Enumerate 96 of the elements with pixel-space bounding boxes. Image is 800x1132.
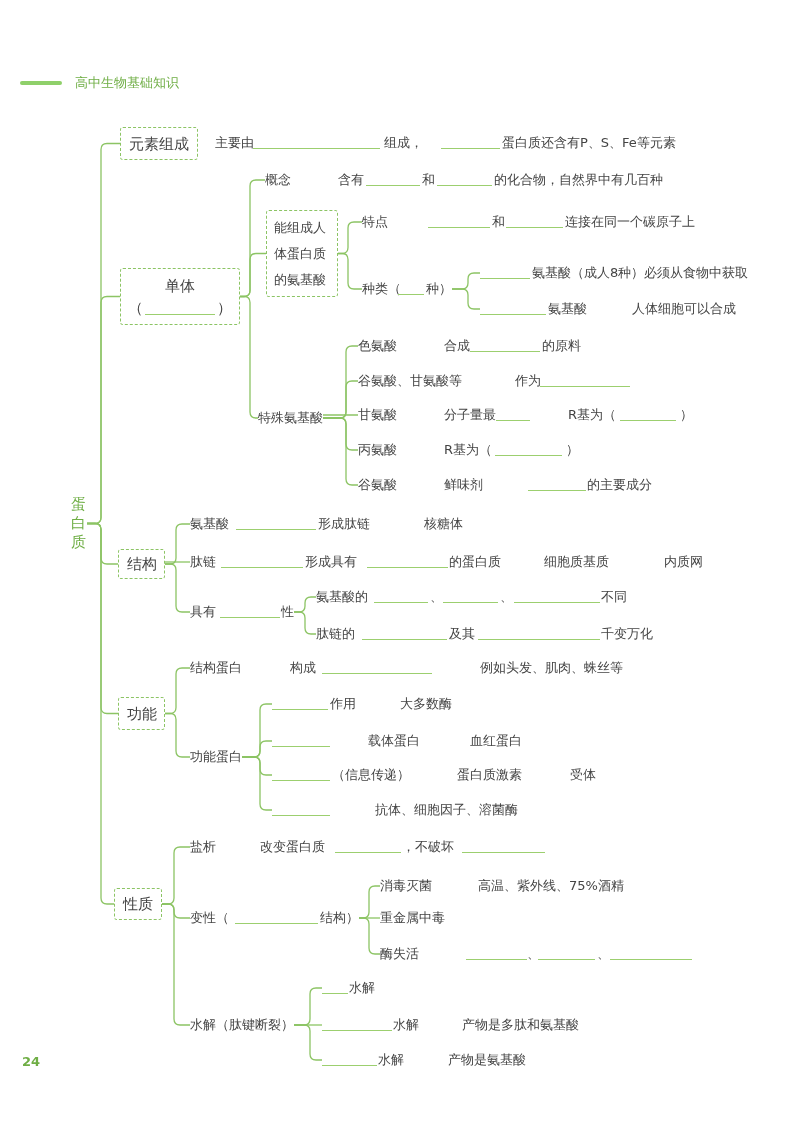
term-text: 核糖体 bbox=[424, 515, 463, 533]
page-number: 24 bbox=[22, 1053, 41, 1071]
term-text: 、 bbox=[597, 945, 610, 963]
term-text: 肽链 bbox=[190, 553, 216, 571]
term-text: 细胞质基质 bbox=[544, 553, 609, 571]
term-text: 肽链的 bbox=[316, 625, 355, 643]
term-text: R基为（ bbox=[444, 441, 493, 459]
term-text: 重金属中毒 bbox=[380, 909, 445, 927]
term-text: 形成具有 bbox=[305, 553, 357, 571]
term-text: （信息传递） bbox=[332, 766, 410, 784]
term-text: 的原料 bbox=[542, 337, 581, 355]
term-text: 具有 bbox=[190, 603, 216, 621]
term-text: 功能蛋白 bbox=[190, 748, 242, 766]
topic-box bbox=[120, 268, 240, 325]
term-text: 性 bbox=[281, 603, 294, 621]
term-text: 和 bbox=[492, 213, 505, 231]
topic-box bbox=[114, 888, 162, 920]
term-text: ） bbox=[680, 406, 693, 424]
term-text: 氨基酸（成人8种）必须从食物中获取 bbox=[532, 264, 749, 282]
term-text: 概念 bbox=[265, 171, 291, 189]
term-text: 连接在同一个碳原子上 bbox=[565, 213, 695, 231]
term-text: 结构蛋白 bbox=[190, 659, 242, 677]
brace-line bbox=[164, 561, 191, 563]
box-label: 结构 bbox=[126, 554, 157, 575]
term-text: 氨基酸的 bbox=[316, 588, 368, 606]
term-text: 合成 bbox=[444, 337, 470, 355]
term-text: 盐析 bbox=[190, 838, 216, 856]
term-text: 变性（ bbox=[190, 909, 229, 927]
term-text: 的化合物，自然界中有几百种 bbox=[494, 171, 663, 189]
term-text: 、 bbox=[527, 945, 540, 963]
term-text: ，不破坏 bbox=[402, 838, 454, 856]
row-text: 蛋白质还含有P、S、Fe等元素 bbox=[502, 134, 676, 152]
term-text: 的蛋白质 bbox=[449, 553, 501, 571]
box-label: （ bbox=[128, 297, 143, 319]
term-text: 谷氨酸、甘氨酸等 bbox=[358, 372, 462, 390]
box-label: ） bbox=[217, 297, 232, 319]
term-text: 分子量最 bbox=[444, 406, 496, 424]
vertical-heading: 蛋白质 bbox=[71, 495, 87, 552]
term-text: 载体蛋白 bbox=[368, 732, 420, 750]
term-text: 水解 bbox=[393, 1016, 419, 1034]
term-text: 产物是多肽和氨基酸 bbox=[462, 1016, 579, 1034]
term-text: R基为（ bbox=[568, 406, 617, 424]
brace-line bbox=[322, 414, 359, 416]
term-text: ） bbox=[566, 441, 579, 459]
term-text: 内质网 bbox=[664, 553, 703, 571]
topic-box bbox=[118, 697, 165, 730]
term-text: 、 bbox=[430, 588, 443, 606]
term-text: 种） bbox=[426, 280, 452, 298]
topic-box bbox=[120, 127, 198, 160]
term-text: 酶失活 bbox=[380, 945, 419, 963]
term-text: 大多数酶 bbox=[400, 695, 452, 713]
term-text: 蛋白质激素 bbox=[457, 766, 522, 784]
term-text: 例如头发、肌肉、蛛丝等 bbox=[480, 659, 623, 677]
term-text: 水解 bbox=[378, 1051, 404, 1069]
term-text: 结构） bbox=[320, 909, 359, 927]
term-text: 千变万化 bbox=[601, 625, 653, 643]
term-text: 水解（肽键断裂） bbox=[190, 1016, 294, 1034]
box-label: 性质 bbox=[123, 894, 153, 915]
box-label: 单体 bbox=[165, 275, 195, 297]
term-text: 水解 bbox=[349, 979, 375, 997]
term-text: 色氨酸 bbox=[358, 337, 397, 355]
term-text: 、 bbox=[500, 588, 513, 606]
row-text: 组成， bbox=[384, 134, 423, 152]
term-text: 不同 bbox=[601, 588, 627, 606]
term-text: 及其 bbox=[449, 625, 475, 643]
term-text: 产物是氨基酸 bbox=[448, 1051, 526, 1069]
term-text: 氨基酸 bbox=[190, 515, 229, 533]
term-text: 作为 bbox=[515, 372, 541, 390]
page-title: 高中生物基础知识 bbox=[75, 74, 179, 92]
term-text: 特殊氨基酸 bbox=[258, 409, 323, 427]
box-label: 能组成人体蛋白质的氨基酸 bbox=[274, 218, 327, 289]
term-text: 血红蛋白 bbox=[470, 732, 522, 750]
term-text: 氨基酸 bbox=[548, 300, 587, 318]
box-label: 元素组成 bbox=[129, 133, 189, 155]
term-text: 甘氨酸 bbox=[358, 406, 397, 424]
term-text: 消毒灭菌 bbox=[380, 877, 432, 895]
term-text: 构成 bbox=[290, 659, 316, 677]
term-text: 含有 bbox=[338, 171, 364, 189]
term-text: 谷氨酸 bbox=[358, 476, 397, 494]
term-text: 特点 bbox=[362, 213, 388, 231]
term-text: 受体 bbox=[570, 766, 596, 784]
term-text: 鲜味剂 bbox=[444, 476, 483, 494]
term-text: 的主要成分 bbox=[587, 476, 652, 494]
term-text: 抗体、细胞因子、溶菌酶 bbox=[375, 801, 518, 819]
topic-box bbox=[266, 210, 338, 297]
term-text: 改变蛋白质 bbox=[260, 838, 325, 856]
term-text: 作用 bbox=[330, 695, 356, 713]
term-text: 人体细胞可以合成 bbox=[632, 300, 736, 318]
brace-line bbox=[161, 903, 191, 1026]
term-text: 和 bbox=[422, 171, 435, 189]
term-text: 高温、紫外线、75%酒精 bbox=[478, 877, 624, 895]
row-text: 主要由 bbox=[215, 134, 254, 152]
topic-box bbox=[118, 549, 165, 579]
box-label: 功能 bbox=[126, 703, 157, 725]
term-text: 丙氨酸 bbox=[358, 441, 397, 459]
term-text: 形成肽链 bbox=[318, 515, 370, 533]
